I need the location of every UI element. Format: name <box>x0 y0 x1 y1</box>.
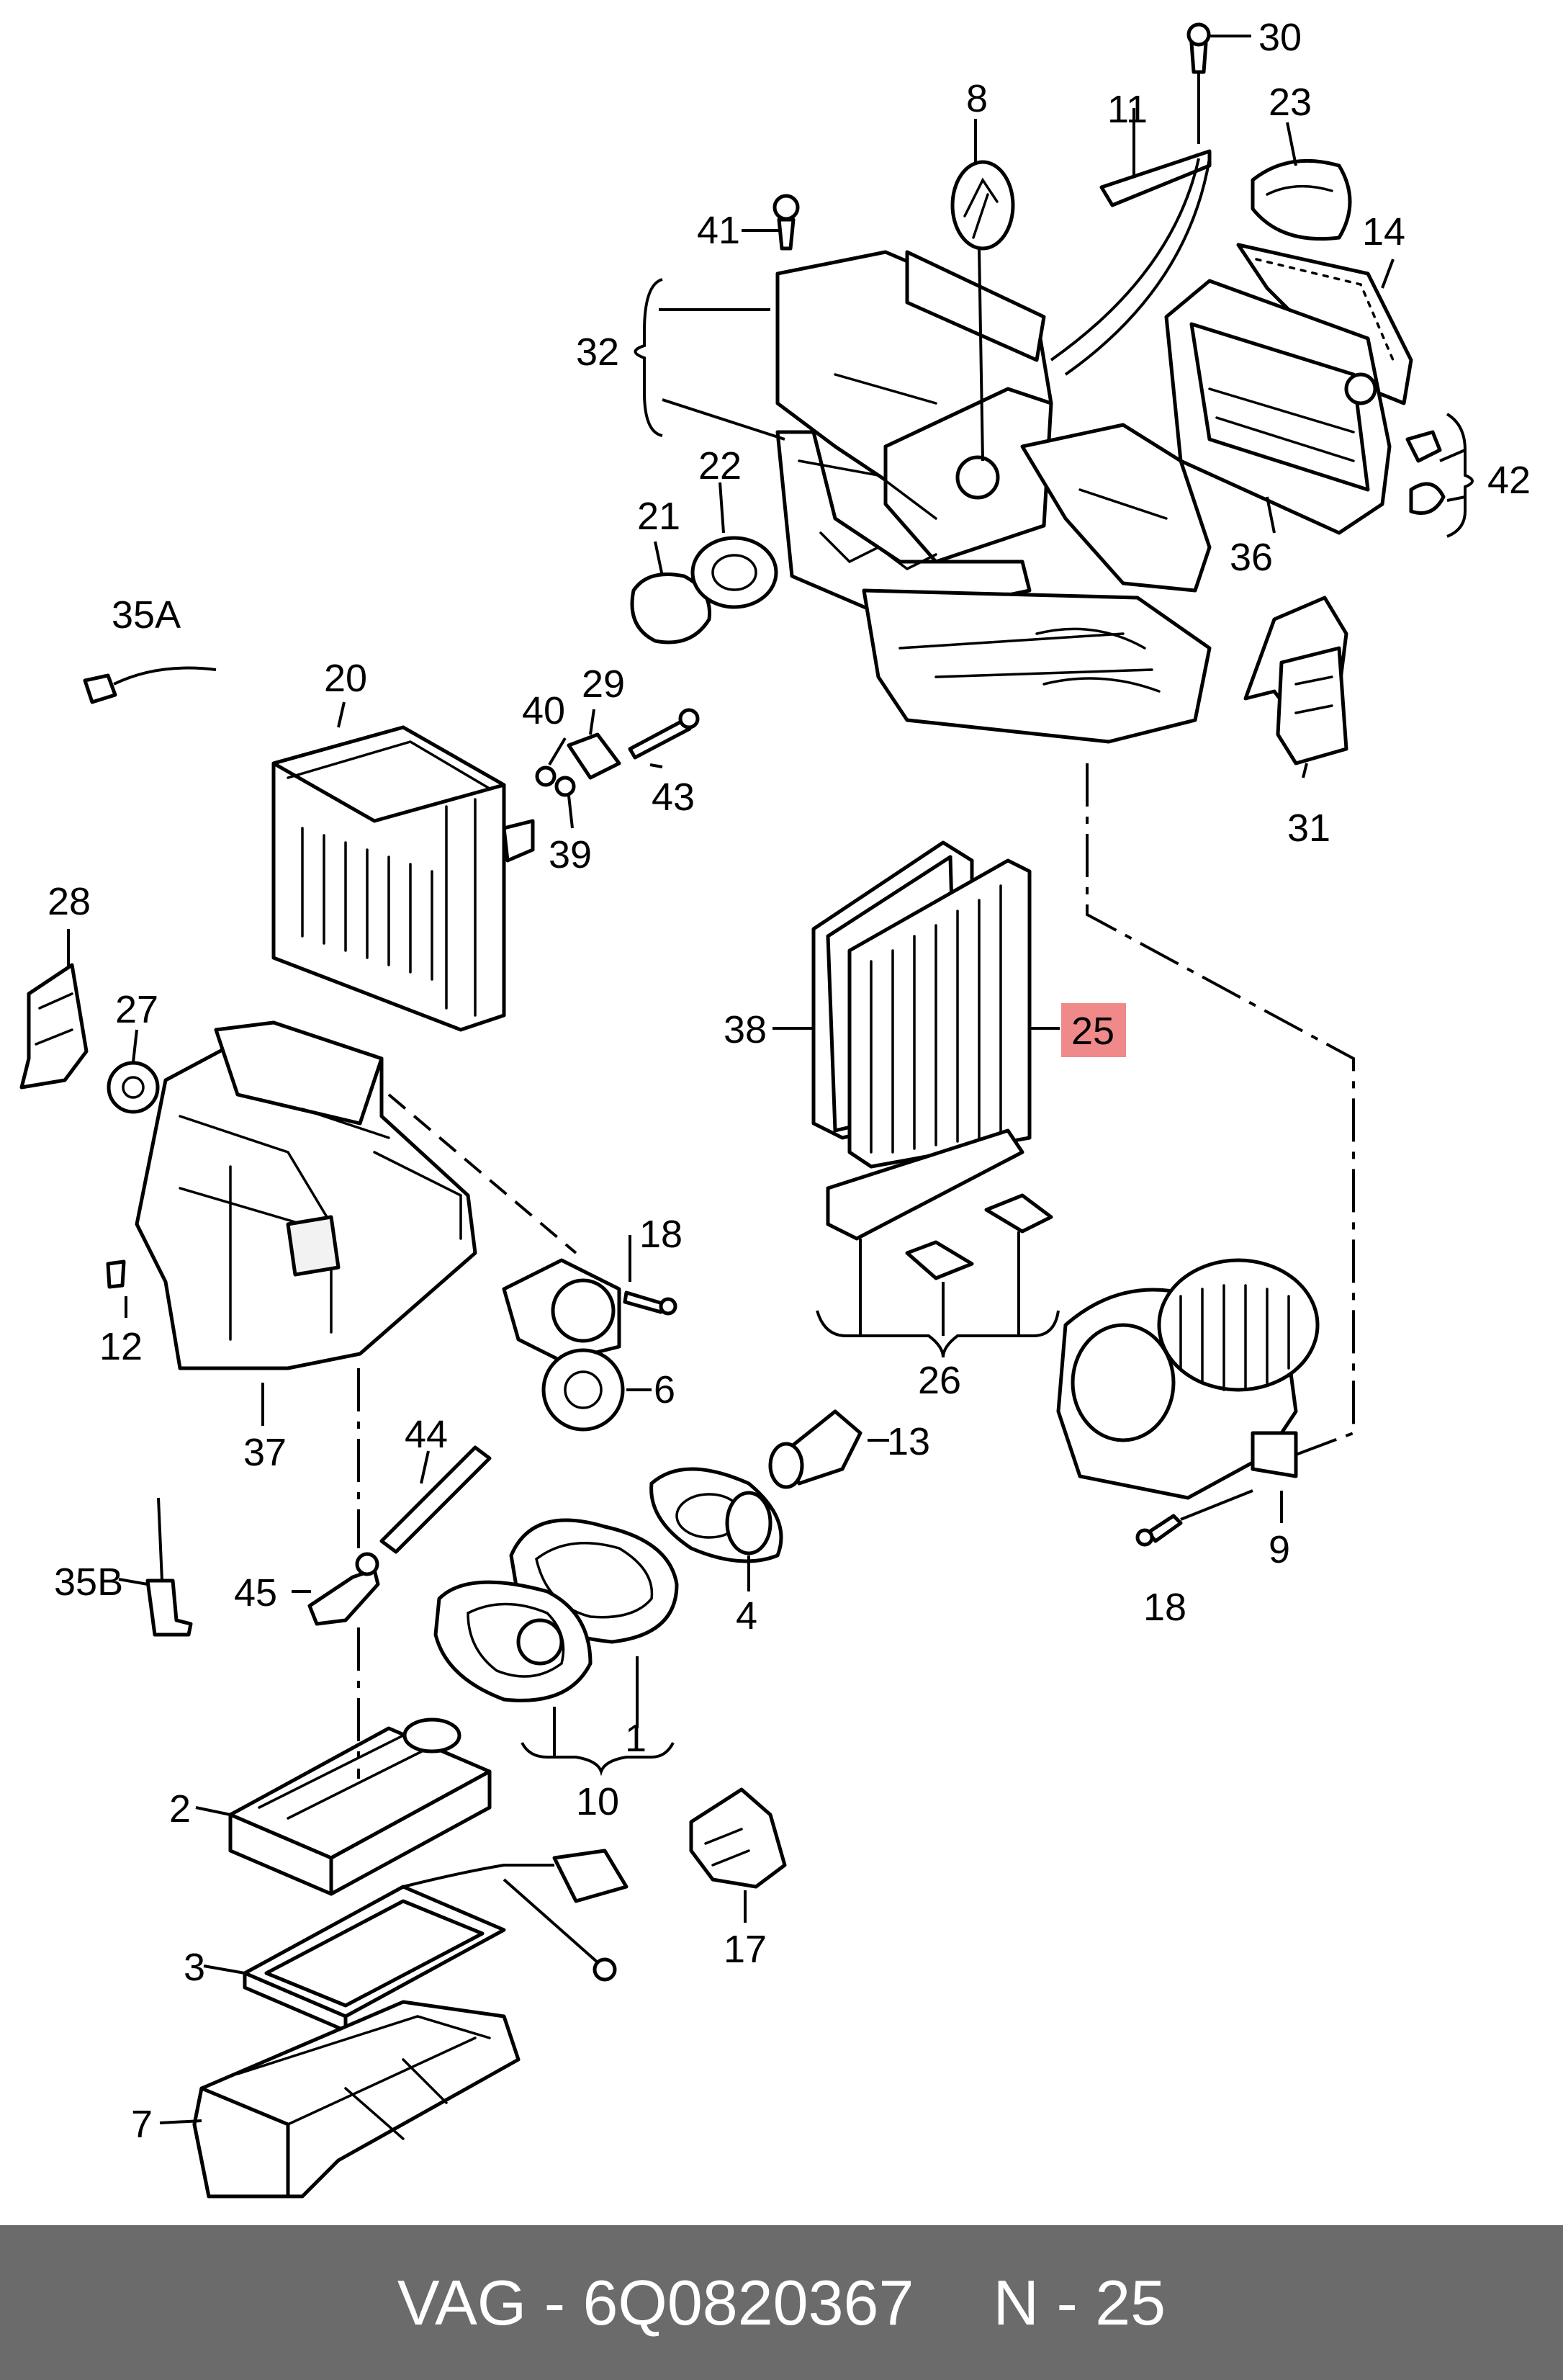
callout-44: 44 <box>405 1413 448 1456</box>
part-18-screw-lower <box>1135 1489 1253 1547</box>
part-11-bracket <box>1050 22 1212 376</box>
callout-7: 7 <box>131 2103 153 2146</box>
callout-4: 4 <box>736 1594 757 1638</box>
part-25-filter <box>847 858 1032 1169</box>
callout-26: 26 <box>918 1359 961 1402</box>
part-36-frame <box>1164 279 1392 535</box>
part-6-actuator <box>387 1093 625 1432</box>
callout-12: 12 <box>99 1325 143 1368</box>
part-8-cap <box>950 160 1015 462</box>
callout-21: 21 <box>637 495 680 538</box>
part-13-valve <box>768 1409 862 1489</box>
callout-1: 1 <box>625 1717 647 1760</box>
callout-13: 13 <box>887 1420 930 1463</box>
part-29-block <box>567 732 621 780</box>
callout-36: 36 <box>1230 536 1273 579</box>
part-18-screw-upper <box>623 1290 677 1316</box>
part-26-clips <box>826 1128 1053 1280</box>
callout-31: 31 <box>1287 807 1330 850</box>
part-35B-sensor <box>145 1497 193 1637</box>
callout-35A: 35A <box>112 593 181 637</box>
footer-separator: - <box>544 2266 565 2338</box>
part-31-actuator <box>1243 596 1348 765</box>
callout-45: 45 <box>234 1571 277 1615</box>
callout-23: 23 <box>1269 81 1312 124</box>
part-45-lever <box>307 1552 380 1626</box>
part-22-ring <box>690 536 778 609</box>
part-23-cover <box>1251 158 1352 241</box>
callout-18-lower: 18 <box>1143 1586 1186 1629</box>
callout-8: 8 <box>966 77 988 120</box>
part-17-bracket <box>689 1787 787 1889</box>
callout-40: 40 <box>522 689 565 732</box>
callout-39: 39 <box>549 833 592 876</box>
callout-42: 42 <box>1487 459 1531 502</box>
callout-20: 20 <box>324 657 367 700</box>
footer-position-label: N - 25 <box>993 2266 1166 2338</box>
callout-2: 2 <box>169 1787 191 1831</box>
callout-29: 29 <box>582 663 625 706</box>
part-number-footer: VAG - 6Q0820367 N - 25 <box>0 2225 1563 2380</box>
part-3-frame <box>243 1849 629 2033</box>
part-28-flap <box>19 963 89 1090</box>
callout-9: 9 <box>1269 1528 1290 1571</box>
callout-10: 10 <box>576 1780 619 1823</box>
callout-30: 30 <box>1258 16 1302 59</box>
callout-14: 14 <box>1362 210 1405 253</box>
part-12-clip <box>106 1259 126 1289</box>
callout-6: 6 <box>654 1368 675 1411</box>
callout-18-upper: 18 <box>639 1213 683 1256</box>
callout-35B: 35B <box>54 1561 123 1604</box>
part-7-lower-housing <box>192 2000 521 2199</box>
part-42-levers <box>1405 430 1446 515</box>
callout-27: 27 <box>115 988 158 1031</box>
callout-labels: 30 8 11 23 14 41 32 42 36 22 21 35A 20 4… <box>48 16 1531 2146</box>
callout-41: 41 <box>697 209 740 252</box>
footer-brand: VAG <box>397 2266 527 2338</box>
part-4-seal <box>649 1467 783 1563</box>
callout-3: 3 <box>184 1946 205 1989</box>
part-10-seal <box>433 1580 593 1702</box>
part-40-39-rings <box>535 765 576 797</box>
part-2-heater <box>228 1717 492 1896</box>
footer-part-number: 6Q0820367 <box>582 2266 914 2338</box>
callout-37: 37 <box>243 1431 287 1474</box>
part-20-evaporator <box>271 725 535 1032</box>
callout-43: 43 <box>652 776 695 819</box>
part-27-gear <box>107 1061 160 1114</box>
part-37-housing <box>135 1020 477 1370</box>
callout-25: 25 <box>1071 1010 1114 1053</box>
part-43-bolt <box>628 708 700 760</box>
leader-lines <box>67 35 1474 2124</box>
part-41-screw <box>773 194 800 251</box>
part-9-blower <box>1056 1258 1320 1500</box>
part-35A-sensor <box>83 666 217 704</box>
callout-32: 32 <box>576 331 619 374</box>
callout-11: 11 <box>1107 88 1148 131</box>
callout-38: 38 <box>724 1008 767 1051</box>
part-44-rod <box>379 1445 492 1554</box>
callout-17: 17 <box>724 1928 767 1971</box>
part-upper-housing <box>775 250 1212 744</box>
callout-22: 22 <box>698 444 742 488</box>
callout-28: 28 <box>48 880 91 923</box>
exploded-parts-diagram: 30 8 11 23 14 41 32 42 36 22 21 35A 20 4… <box>19 16 1531 2199</box>
highlight-25 <box>1061 1003 1126 1057</box>
